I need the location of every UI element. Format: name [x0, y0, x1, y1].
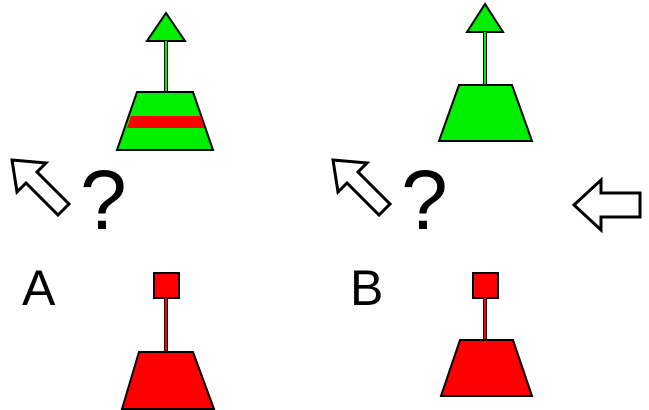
buoy-topmark-cone — [145, 11, 187, 42]
buoy-body — [120, 351, 216, 410]
panel-b: ? B — [331, 2, 534, 397]
panel-label-b: B — [350, 260, 383, 316]
buoy-body — [439, 339, 534, 397]
panel-label-a: A — [22, 260, 56, 316]
red-lateral-buoy — [439, 272, 534, 397]
red-lateral-buoy — [120, 272, 216, 410]
panel-a: ? A — [10, 11, 216, 410]
arrow-up-left-icon — [10, 158, 72, 218]
buoy-red-band — [127, 116, 204, 128]
green-lateral-buoy — [437, 2, 534, 142]
buoy-topmark-cone — [465, 2, 505, 33]
buoy-topmark-square — [472, 272, 499, 299]
arrow-left-icon — [571, 176, 642, 234]
buoy-topmark-square — [153, 272, 180, 299]
arrow-up-left-icon — [331, 158, 393, 218]
buoy-body — [437, 84, 534, 142]
question-mark: ? — [401, 153, 448, 247]
question-mark: ? — [80, 153, 127, 247]
green-lateral-buoy-with-red-band — [115, 11, 215, 151]
